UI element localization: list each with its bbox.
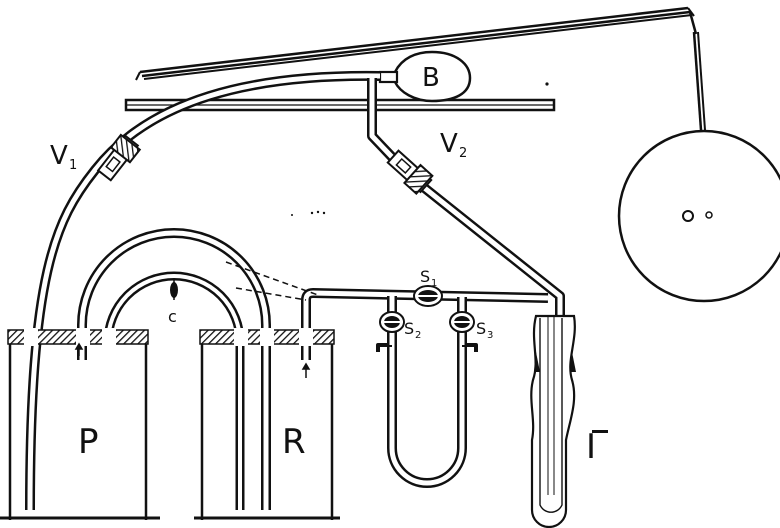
rubber-bulb: B: [378, 50, 472, 103]
dashed-guide: [225, 261, 319, 301]
svg-text:S: S: [420, 267, 430, 286]
valve-v2: [386, 149, 434, 196]
svg-text:S: S: [404, 319, 414, 338]
clamp-c: c: [168, 280, 178, 326]
tube-i-label: I: [586, 427, 596, 467]
lever-arm: [135, 6, 695, 81]
vessel-p-label: P: [78, 422, 99, 462]
bulb-label: B: [422, 63, 440, 93]
scan-specks: [291, 82, 549, 216]
svg-text:S: S: [476, 319, 486, 338]
svg-text:3: 3: [487, 330, 493, 341]
clamp-label: c: [168, 307, 177, 326]
vessel-r: R: [194, 328, 340, 520]
svg-text:1: 1: [69, 158, 77, 173]
svg-text:2: 2: [415, 330, 421, 341]
tube-i: I: [530, 314, 608, 528]
svg-text:V: V: [50, 141, 68, 171]
recording-drum: [617, 129, 780, 303]
drum-axle: [682, 210, 694, 222]
svg-text:2: 2: [459, 146, 467, 161]
svg-text:V: V: [440, 129, 458, 159]
stopcock-s1: S 1: [413, 267, 443, 307]
valve-v2-label: V 2: [440, 129, 467, 161]
valve-v1-label: V 1: [50, 141, 77, 173]
stopcock-s2: S 2: [379, 311, 421, 341]
stopcock-s3: S 3: [449, 311, 493, 341]
vessel-r-label: R: [282, 422, 306, 462]
valve-v1: [96, 133, 142, 182]
svg-text:1: 1: [431, 278, 437, 289]
flow-arrows: [74, 342, 311, 378]
vessel-p: P: [0, 328, 160, 520]
